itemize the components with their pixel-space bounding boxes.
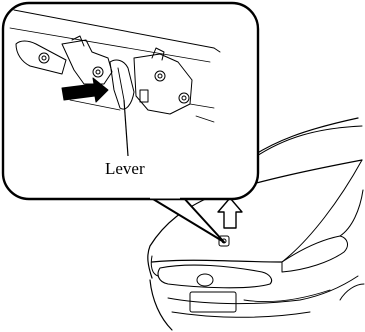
detail-callout: [3, 3, 258, 242]
arrow-up-icon: [218, 198, 242, 228]
lever-label: Lever: [105, 159, 145, 178]
